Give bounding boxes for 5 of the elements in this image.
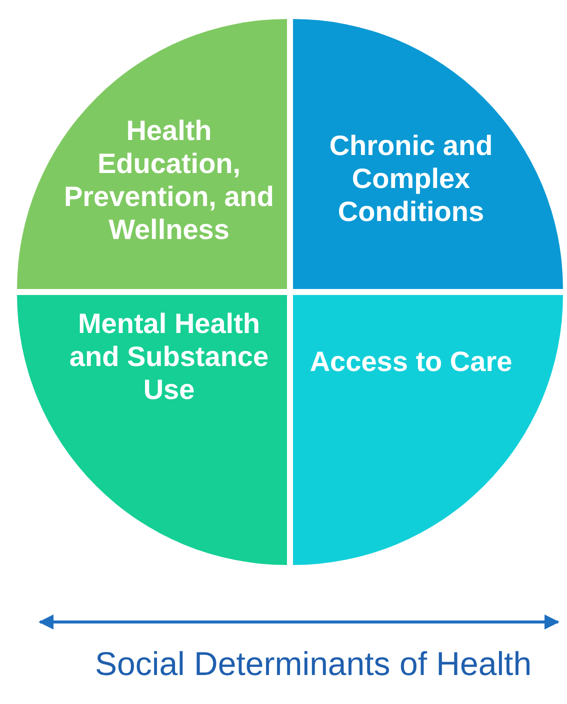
segment-label: Access to Care bbox=[308, 345, 514, 378]
segment-label: Health Education, Prevention, and Wellness bbox=[62, 114, 276, 246]
segment-label: Mental Health and Substance Use bbox=[68, 307, 270, 406]
axis-caption: Social Determinants of Health bbox=[95, 645, 532, 683]
segment-label: Chronic and Complex Conditions bbox=[328, 129, 494, 228]
